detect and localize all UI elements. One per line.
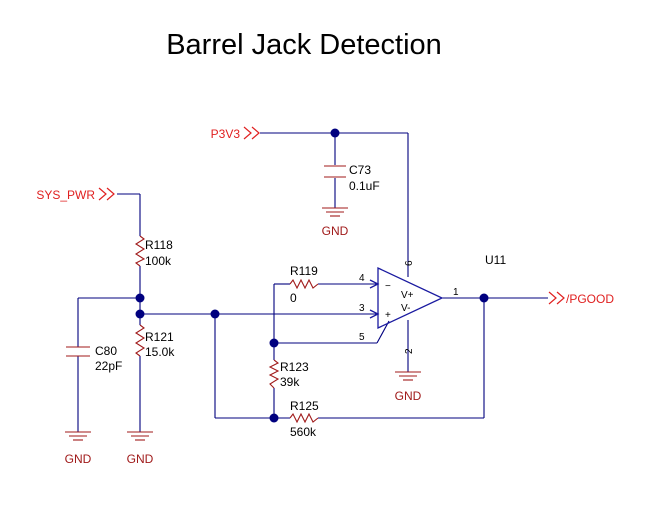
svg-text:GND: GND [322,224,349,238]
comparator-u11: U11 − + V+ V- 4 3 5 1 6 2 [359,253,506,354]
u11-noninv-sign: + [385,310,391,321]
svg-text:GND: GND [395,389,422,403]
u11-pin-1: 1 [453,287,459,298]
svg-text:GND: GND [127,452,154,466]
capacitor-c73: C73 0.1uF [324,163,380,193]
u11-pin-3: 3 [359,303,365,314]
svg-text:C73: C73 [349,163,371,177]
resistor-r119: R119 0 [289,264,319,305]
svg-text:R123: R123 [280,360,309,374]
svg-text:0: 0 [290,291,297,305]
resistor-r123: R123 39k [268,359,309,389]
u11-pin-2: 2 [404,348,415,354]
svg-text:P3V3: P3V3 [211,127,241,141]
net-flag-p3v3: P3V3 [211,126,260,141]
resistor-r121: R121 15.0k [134,324,175,359]
u11-pin-4: 4 [359,273,365,284]
svg-text:560k: 560k [290,425,317,439]
svg-text:SYS_PWR: SYS_PWR [36,188,95,202]
svg-text:R121: R121 [145,330,174,344]
ground-symbol-r121: GND [127,431,154,466]
u11-inv-sign: − [385,281,391,292]
svg-text:22pF: 22pF [95,359,122,373]
schematic-title: Barrel Jack Detection [166,29,442,61]
svg-text:15.0k: 15.0k [145,345,175,359]
svg-text:/PGOOD: /PGOOD [566,292,614,306]
ground-symbol-c73: GND [322,207,349,238]
svg-text:100k: 100k [145,254,172,268]
svg-text:R118: R118 [145,238,173,252]
ground-symbol-c80: GND [65,431,92,466]
net-flag-sys-pwr: SYS_PWR [36,187,115,202]
wires [77,132,548,432]
svg-text:39k: 39k [280,375,300,389]
ground-symbol-u11: GND [395,371,422,403]
u11-pin-6: 6 [404,260,415,266]
u11-pin-5: 5 [359,332,365,343]
u11-vminus: V- [401,303,410,314]
svg-text:R119: R119 [290,264,318,278]
resistor-r125: R125 560k [289,399,319,439]
svg-text:0.1uF: 0.1uF [349,179,380,193]
u11-vplus: V+ [401,290,414,301]
capacitor-c80: C80 22pF [66,344,122,373]
svg-text:C80: C80 [95,344,117,358]
net-flag-pgood: /PGOOD [548,291,614,306]
resistor-r118: R118 100k [134,235,173,268]
svg-text:U11: U11 [485,253,506,267]
svg-text:R125: R125 [290,399,319,413]
junction-dots [135,128,489,423]
svg-text:GND: GND [65,452,92,466]
